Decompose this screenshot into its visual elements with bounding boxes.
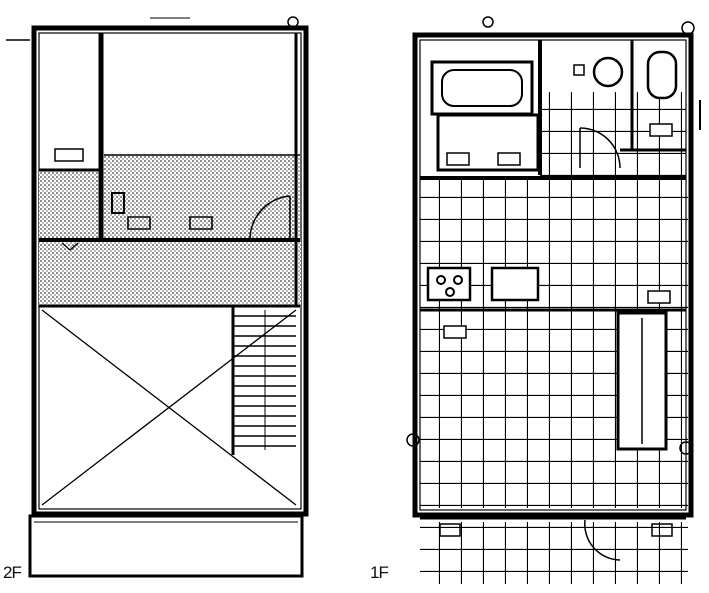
floor-plan-2f [6, 16, 309, 578]
1f-stove [426, 266, 472, 302]
2f-outer-wall [31, 25, 309, 517]
2f-stair [233, 310, 296, 450]
2f-corridor-dotted [39, 240, 301, 306]
floor-label-1f: 1F [370, 563, 389, 582]
2f-balcony [28, 514, 304, 578]
1f-kitchen-sink [490, 266, 540, 302]
2f-hall-dotted [102, 155, 300, 240]
floor-plan-1f [406, 16, 701, 584]
1f-outer-wall [412, 32, 694, 518]
1f-toilet [646, 50, 678, 100]
1f-sink [592, 56, 624, 88]
floor-label-2f: 2F [3, 563, 22, 582]
